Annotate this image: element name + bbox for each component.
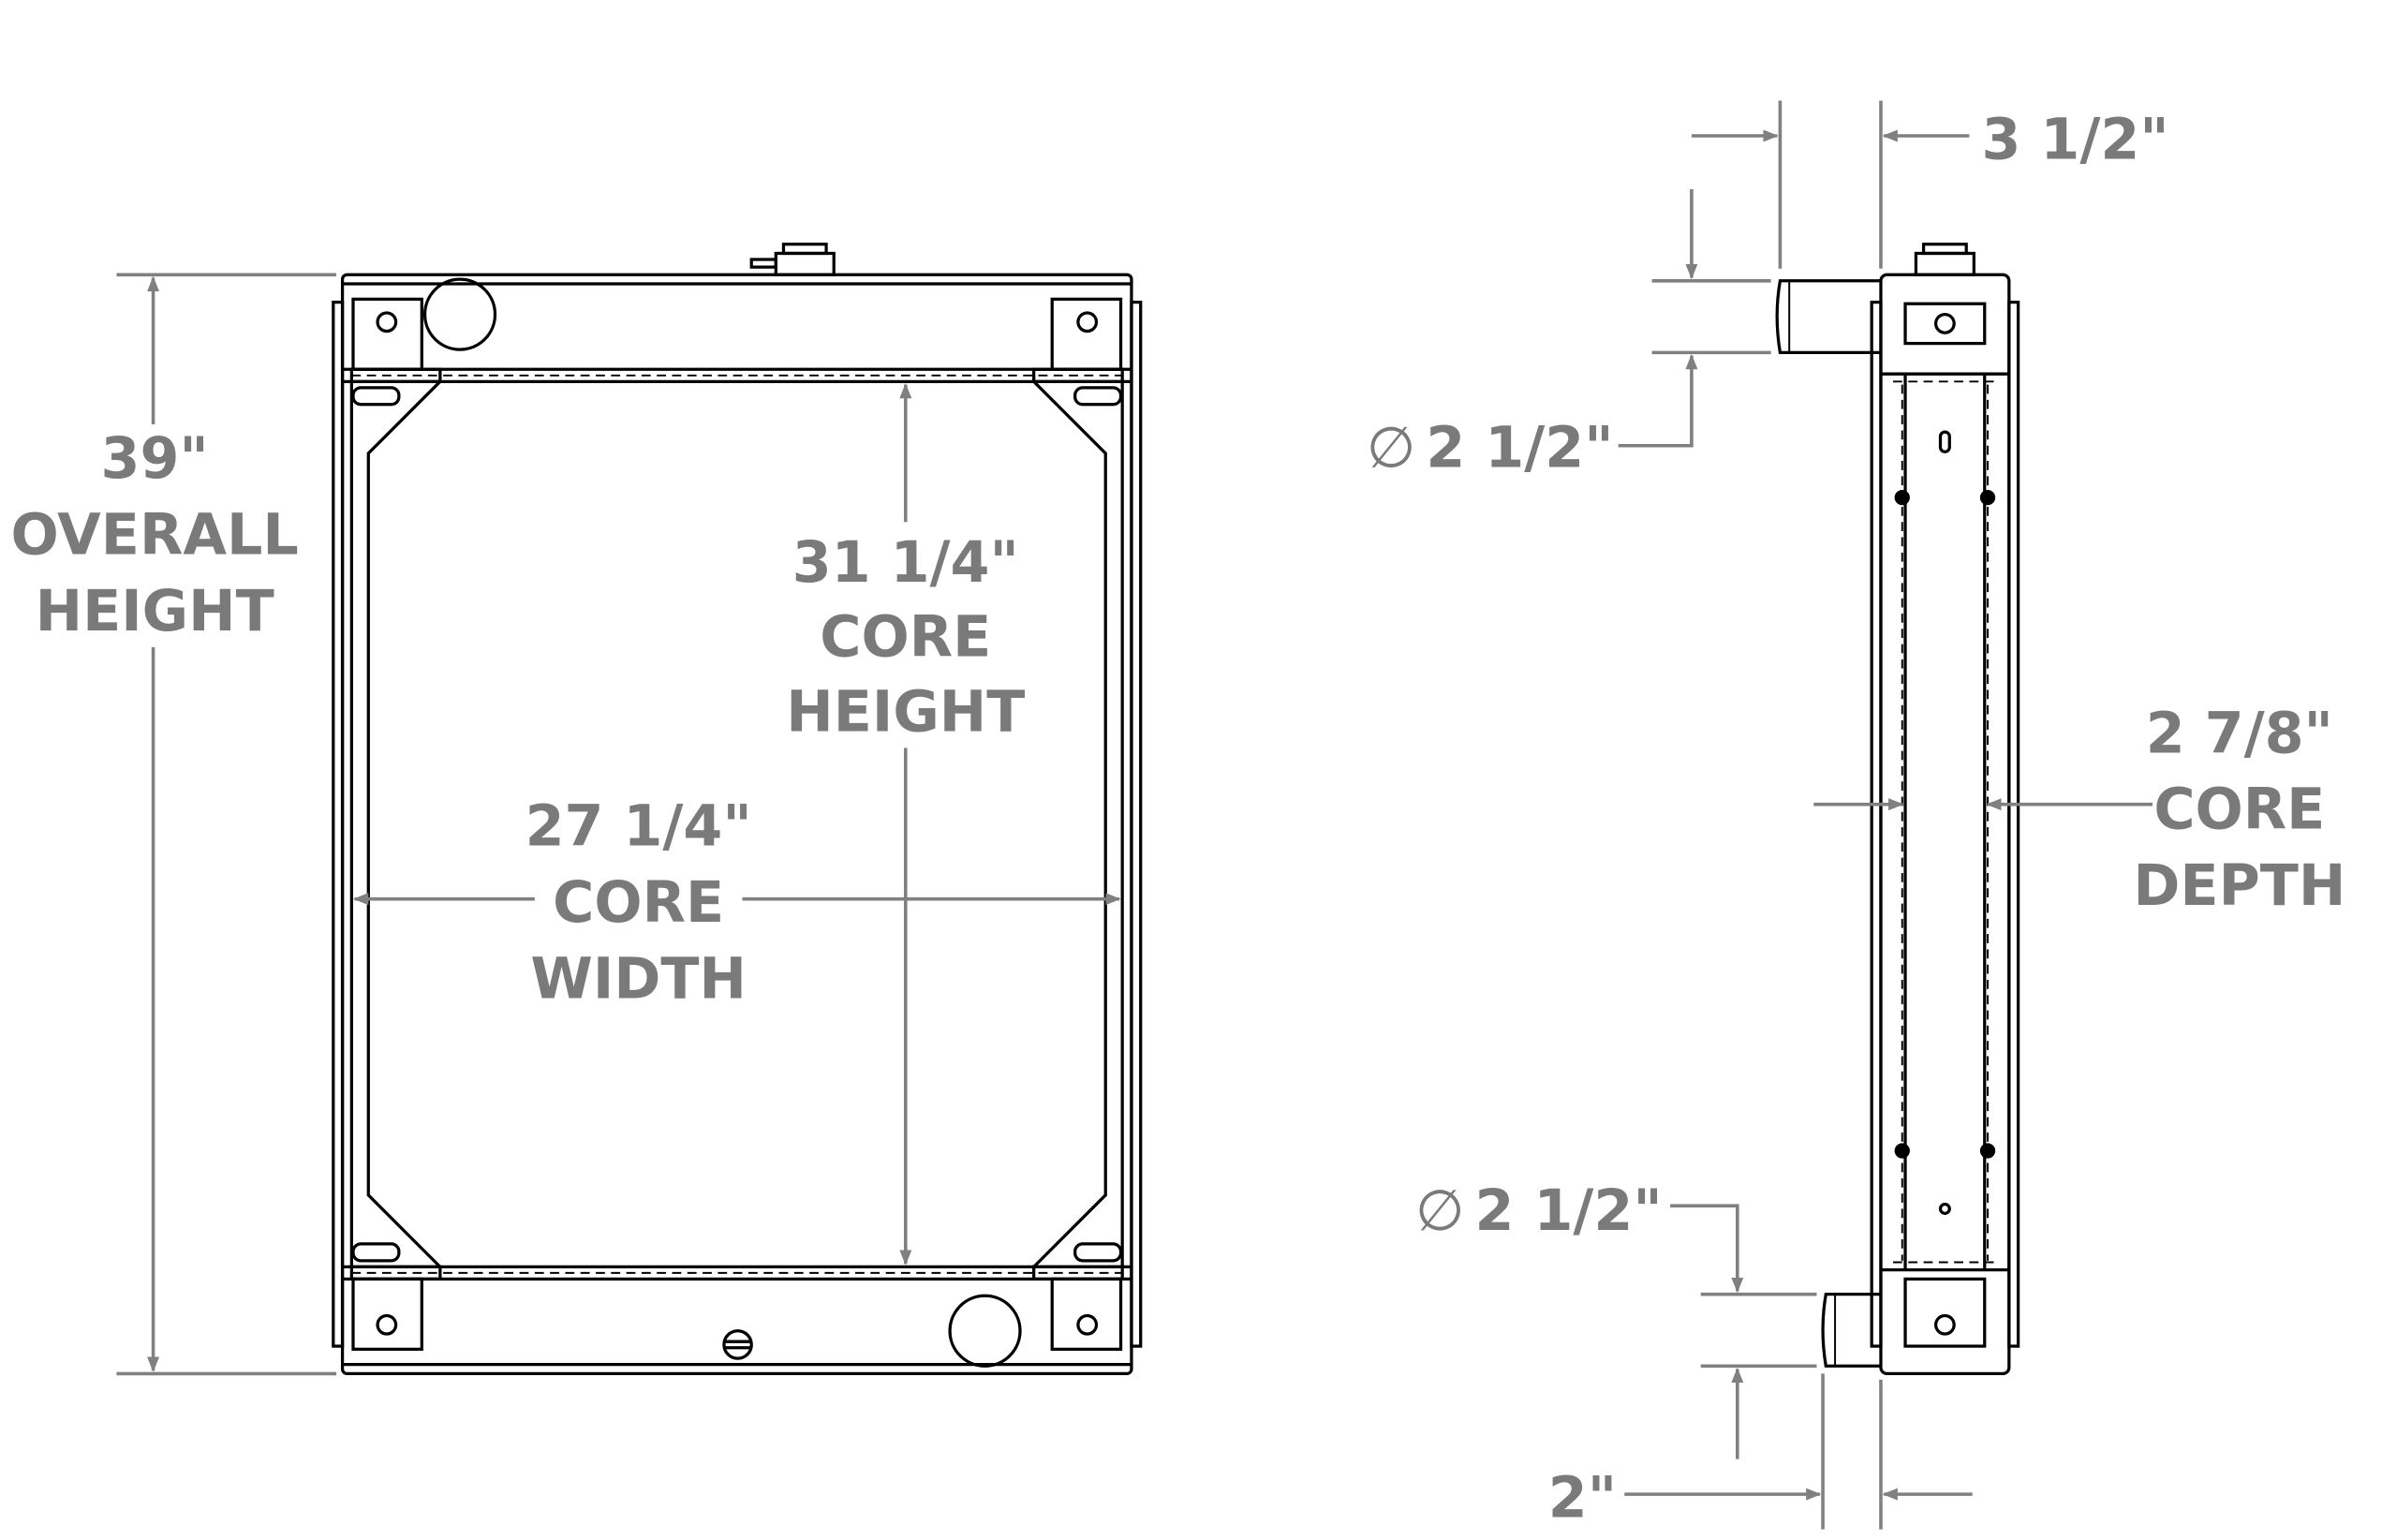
outlet-diameter-value: 2 1/2" xyxy=(1475,1178,1663,1244)
diameter-icon: ∅ xyxy=(1415,1178,1465,1244)
overall-height-label-2: HEIGHT xyxy=(36,579,274,644)
core-height-label: CORE xyxy=(820,605,991,671)
inlet-pipe xyxy=(1775,279,1881,355)
mount-bracket xyxy=(351,297,423,371)
inlet-diameter-value: 2 1/2" xyxy=(1426,416,1613,481)
overall-height-label: OVERALL xyxy=(11,502,299,568)
overall-height-value: 39" xyxy=(101,426,209,492)
front-view xyxy=(332,243,1143,1376)
core-depth-label: CORE xyxy=(2153,777,2325,843)
drain-plug xyxy=(722,1329,753,1360)
outlet-diameter-dimension: ∅ 2 1/2" xyxy=(1415,1178,1817,1459)
outlet-pipe xyxy=(1821,1293,1881,1368)
mount-bracket xyxy=(1050,1277,1123,1351)
inlet-port xyxy=(422,277,497,351)
bottom-offset-value: 2" xyxy=(1548,1466,1617,1532)
core-width-label: CORE xyxy=(553,870,724,936)
top-offset-dimension: 3 1/2" xyxy=(1691,100,2169,269)
bottom-offset-dimension: 2" xyxy=(1548,1373,1973,1532)
outlet-port xyxy=(948,1294,1022,1368)
inlet-diameter-dimension: ∅ 2 1/2" xyxy=(1367,189,1771,481)
mount-bracket xyxy=(1050,297,1123,371)
top-offset-value: 3 1/2" xyxy=(1981,107,2168,172)
core-width-label-2: WIDTH xyxy=(530,947,746,1013)
diameter-icon: ∅ xyxy=(1367,416,1416,481)
mount-bracket xyxy=(351,1277,423,1351)
core-height-value: 31 1/4" xyxy=(792,530,1019,596)
core-depth-dimension: 2 7/8" CORE DEPTH xyxy=(1813,701,2345,919)
overall-height-dimension: 39" OVERALL HEIGHT xyxy=(11,273,337,1376)
filler-neck xyxy=(749,243,836,276)
core-height-label-2: HEIGHT xyxy=(786,679,1025,745)
core-depth-value: 2 7/8" xyxy=(2146,701,2333,766)
core-height-dimension: 31 1/4" CORE HEIGHT xyxy=(786,382,1025,1266)
core-depth-label-2: DEPTH xyxy=(2133,853,2345,919)
side-view xyxy=(1775,243,2020,1376)
core-width-dimension: 27 1/4" CORE WIDTH xyxy=(352,794,1121,1013)
core-width-value: 27 1/4" xyxy=(525,794,752,860)
